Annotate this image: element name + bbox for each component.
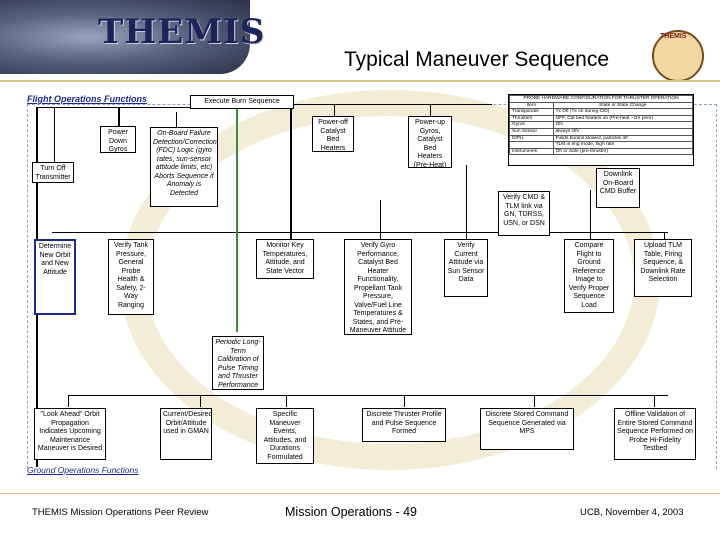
specific-maneuver-events-box: Specific Maneuver Events, Attitudes, and… xyxy=(256,408,314,464)
connector xyxy=(334,104,335,118)
flight-ops-label: Flight Operations Functions xyxy=(27,94,147,104)
verify-cmd-tlm-link-box: Verify CMD & TLM link via GN, TDRSS, USN… xyxy=(498,191,550,236)
table-row: Sun Sensor always ON xyxy=(509,127,694,136)
connector xyxy=(534,395,535,407)
verify-current-attitude-box: Verify Current Attitude via Sun Sensor D… xyxy=(444,239,488,297)
table-cell: Sun Sensor xyxy=(509,127,554,136)
power-off-catalyst-box: Power-off Catalyst Bed Heaters xyxy=(312,116,354,152)
look-ahead-box: "Look Ahead" Orbit Propagation Indicates… xyxy=(34,408,106,460)
connector xyxy=(52,232,668,233)
offline-validation-box: Offline Validation of Entire Stored Comm… xyxy=(614,408,696,460)
footer-left-text: THEMIS Mission Operations Peer Review xyxy=(32,507,209,518)
connector xyxy=(380,200,381,240)
connector xyxy=(430,104,431,118)
connector xyxy=(286,395,287,407)
connector xyxy=(654,395,655,407)
page-title: Typical Maneuver Sequence xyxy=(344,48,609,71)
connector xyxy=(236,104,238,332)
table-header: Item xyxy=(509,101,554,110)
periodic-calibration-box: Periodic Long-Term Calibration of Pulse … xyxy=(212,336,264,390)
table-cell: Off or Safe (pre-thruster) xyxy=(552,147,694,156)
footer-date: UCB, November 4, 2003 xyxy=(580,507,684,518)
table-row: IDPU Fields booms stowed, particles off xyxy=(509,134,694,143)
table-cell: Gyros xyxy=(509,121,554,129)
table-title: PROBE HARDWARE CONFIGURATION FOR THRUSTE… xyxy=(509,95,693,103)
compare-flight-box: Compare Flight to Ground Reference Image… xyxy=(564,239,614,313)
connector xyxy=(590,190,591,240)
connector xyxy=(664,232,665,242)
footer-page-label: Mission Operations - 49 xyxy=(285,505,418,519)
table-cell: OFF, Cat bed heaters on (Pre-heat ~1hr p… xyxy=(552,114,694,123)
themis-logo-banner xyxy=(0,0,250,74)
table-header: State or State Change xyxy=(552,101,694,110)
footer-rule xyxy=(0,493,720,494)
table-cell: Instruments xyxy=(509,147,554,156)
connector xyxy=(466,165,467,240)
verify-tank-pressure-box: Verify Tank Pressure, General Probe Heal… xyxy=(108,239,154,315)
ground-ops-label: Ground Operations Functions xyxy=(27,465,139,475)
connector xyxy=(176,112,177,128)
table-cell: Thrusters xyxy=(509,114,554,123)
connector xyxy=(68,395,69,407)
connector xyxy=(292,104,492,105)
connector xyxy=(36,107,190,108)
connector xyxy=(54,107,55,165)
turn-off-transmitter-box: Turn Off Transmitter xyxy=(32,162,74,183)
execute-burn-box: Execute Burn Sequence xyxy=(190,95,294,109)
mascot-logo-text: THEMIS xyxy=(660,33,687,40)
themis-logo-text: THEMIS xyxy=(98,12,266,52)
table-cell xyxy=(509,141,554,149)
title-rule xyxy=(0,80,720,82)
monitor-key-temperatures-box: Monitor Key Temperatures, Attitude, and … xyxy=(256,239,314,279)
connector xyxy=(404,395,405,407)
discrete-thruster-profile-box: Discrete Thruster Profile and Pulse Sequ… xyxy=(362,408,446,442)
power-up-gyros-box: Power-up Gyros, Catalyst Bed Heaters (Pr… xyxy=(408,116,452,168)
hardware-config-table: PROBE HARDWARE CONFIGURATION FOR THRUSTE… xyxy=(508,94,694,166)
table-row: Instruments Off or Safe (pre-thruster) xyxy=(509,147,694,156)
table-cell: TLM in eng mode, high rate xyxy=(552,141,694,149)
power-down-gyros-box: Power Down Gyros xyxy=(100,126,136,153)
table-cell: Fields booms stowed, particles off xyxy=(552,134,694,143)
current-desired-orbit-box: Current/Desired Orbit/Attitude used in G… xyxy=(160,408,212,460)
table-row: Transponder Tx Off (Tx on during CID) xyxy=(509,108,694,116)
table-row: Thrusters OFF, Cat bed heaters on (Pre-h… xyxy=(509,114,694,123)
downlink-cmd-buffer-box: Downlink On-Board CMD Buffer xyxy=(596,168,640,208)
discrete-stored-command-box: Discrete Stored Command Sequence Generat… xyxy=(480,408,574,450)
table-cell: ON xyxy=(552,121,694,129)
table-cell: Tx Off (Tx on during CID) xyxy=(552,108,694,116)
table-row: Gyros ON xyxy=(509,121,694,129)
connector xyxy=(200,395,201,407)
connector xyxy=(68,395,668,396)
table-cell: Transponder xyxy=(509,108,554,116)
connector xyxy=(290,104,292,242)
determine-orbit-box: Determine New Orbit and New Attitude xyxy=(34,239,76,315)
table-row: TLM in eng mode, high rate xyxy=(509,141,694,149)
verify-gyro-performance-box: Verify Gyro Performance, Catalyst Bed He… xyxy=(344,239,412,335)
table-cell: IDPU xyxy=(509,134,554,143)
upload-tlm-table-box: Upload TLM Table, Firing Sequence, & Dow… xyxy=(634,239,692,297)
onboard-failure-detection-box: On-Board Failure Detection/Correction (F… xyxy=(150,127,218,207)
connector xyxy=(118,107,120,129)
table-cell: always ON xyxy=(552,127,694,136)
